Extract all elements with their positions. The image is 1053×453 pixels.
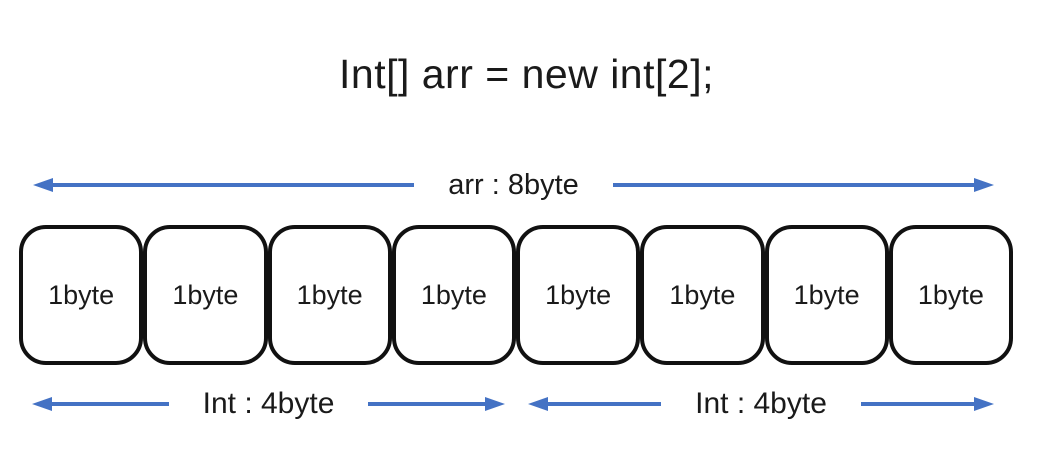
byte-cell-label: 1byte [917, 279, 984, 310]
arrowhead-left-icon [528, 397, 548, 411]
byte-cell-row: 1byte 1byte 1byte 1byte 1byte 1byte 1byt… [19, 225, 1013, 365]
arrowhead-right-icon [974, 397, 994, 411]
byte-cell: 1byte [19, 225, 144, 365]
byte-cell: 1byte [888, 225, 1013, 365]
arrow-line [52, 402, 169, 406]
arrow-segment-left [528, 397, 662, 411]
arrow-line [860, 402, 974, 406]
byte-cell-label: 1byte [172, 279, 239, 310]
arrow-line [612, 183, 974, 187]
byte-cell-label: 1byte [420, 279, 487, 310]
arr-size-label: arr : 8byte [448, 168, 579, 201]
arrow-segment-left [32, 397, 169, 411]
byte-cell: 1byte [391, 225, 516, 365]
int-left-size-label: Int : 4byte [202, 387, 335, 420]
arrow-line [53, 183, 415, 187]
arrow-segment-left [33, 178, 415, 192]
arrowhead-right-icon [485, 397, 505, 411]
int-left-size-measure: Int : 4byte [32, 385, 505, 423]
int-right-size-measure: Int : 4byte [528, 385, 994, 423]
arrowhead-left-icon [32, 397, 52, 411]
byte-cell-label: 1byte [545, 279, 612, 310]
byte-cell: 1byte [640, 225, 765, 365]
int-right-size-label: Int : 4byte [695, 387, 827, 420]
arrow-segment-right [860, 397, 994, 411]
arr-total-size-measure: arr : 8byte [33, 166, 994, 204]
arrow-segment-right [612, 178, 994, 192]
byte-cell-label: 1byte [669, 279, 736, 310]
arrowhead-left-icon [33, 178, 53, 192]
byte-cell: 1byte [267, 225, 392, 365]
byte-cell: 1byte [143, 225, 268, 365]
byte-cell: 1byte [764, 225, 889, 365]
arrow-segment-right [368, 397, 505, 411]
byte-cell-label: 1byte [48, 279, 115, 310]
byte-cell: 1byte [516, 225, 641, 365]
byte-cell-label: 1byte [296, 279, 363, 310]
arrow-line [548, 402, 662, 406]
byte-cell-label: 1byte [793, 279, 860, 310]
arrow-line [368, 402, 485, 406]
code-statement-title: Int[] arr = new int[2]; [339, 51, 714, 97]
arrowhead-right-icon [974, 178, 994, 192]
